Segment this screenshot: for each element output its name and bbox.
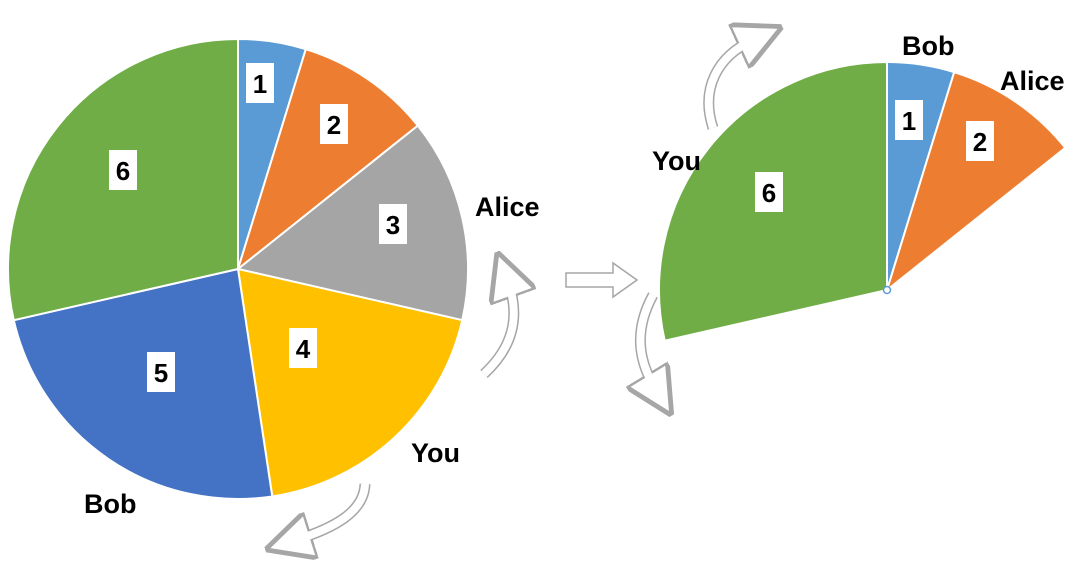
right-label-bob: Bob <box>902 31 954 61</box>
right-pie-slices <box>658 60 1067 342</box>
left-pie-slices <box>7 37 469 500</box>
left-pie: 1 2 3 4 5 6 Alice You <box>7 37 540 519</box>
right-number-box-6: 6 <box>755 172 783 212</box>
rotation-arrow-right-pie-bottom <box>640 292 655 388</box>
left-number-5: 5 <box>154 358 168 388</box>
right-number-6: 6 <box>762 178 776 208</box>
left-number-1: 1 <box>253 69 267 99</box>
left-pie-number-boxes: 1 2 3 4 5 6 <box>109 63 407 392</box>
transition-arrow <box>565 261 639 299</box>
left-number-box-1: 1 <box>246 63 274 103</box>
right-label-you: You <box>652 146 701 176</box>
left-label-you: You <box>411 438 460 468</box>
left-number-4: 4 <box>296 334 311 364</box>
right-number-box-1: 1 <box>895 100 923 140</box>
left-number-box-2: 2 <box>320 104 348 144</box>
left-number-2: 2 <box>327 110 341 140</box>
right-number-box-2: 2 <box>966 121 994 161</box>
left-pie-slice-3 <box>235 124 469 322</box>
right-pie-number-boxes: 1 2 6 <box>755 100 994 212</box>
left-number-6: 6 <box>116 156 130 186</box>
rotation-arrow-right-pie-top <box>703 40 753 130</box>
right-pie: 1 2 6 Bob Alice You <box>652 31 1067 342</box>
pie-center-handle <box>882 285 892 295</box>
right-number-2: 2 <box>973 127 987 157</box>
left-number-box-4: 4 <box>289 328 317 368</box>
left-number-3: 3 <box>386 210 400 240</box>
left-number-box-3: 3 <box>379 204 407 244</box>
right-label-alice: Alice <box>1000 66 1065 96</box>
right-pie-slice-2 <box>885 70 1067 293</box>
left-pie-slice-4 <box>236 267 464 498</box>
right-number-1: 1 <box>902 106 916 136</box>
rotation-arrow-left-pie-right-side <box>480 282 514 379</box>
left-label-bob: Bob <box>84 489 136 519</box>
left-pie-slice-2 <box>236 47 420 272</box>
left-number-box-5: 5 <box>147 352 175 392</box>
rotation-arrow-left-pie-bottom <box>296 483 371 540</box>
left-number-box-6: 6 <box>109 150 137 190</box>
left-label-alice: Alice <box>475 192 540 222</box>
left-pie-slice-5 <box>12 267 274 500</box>
